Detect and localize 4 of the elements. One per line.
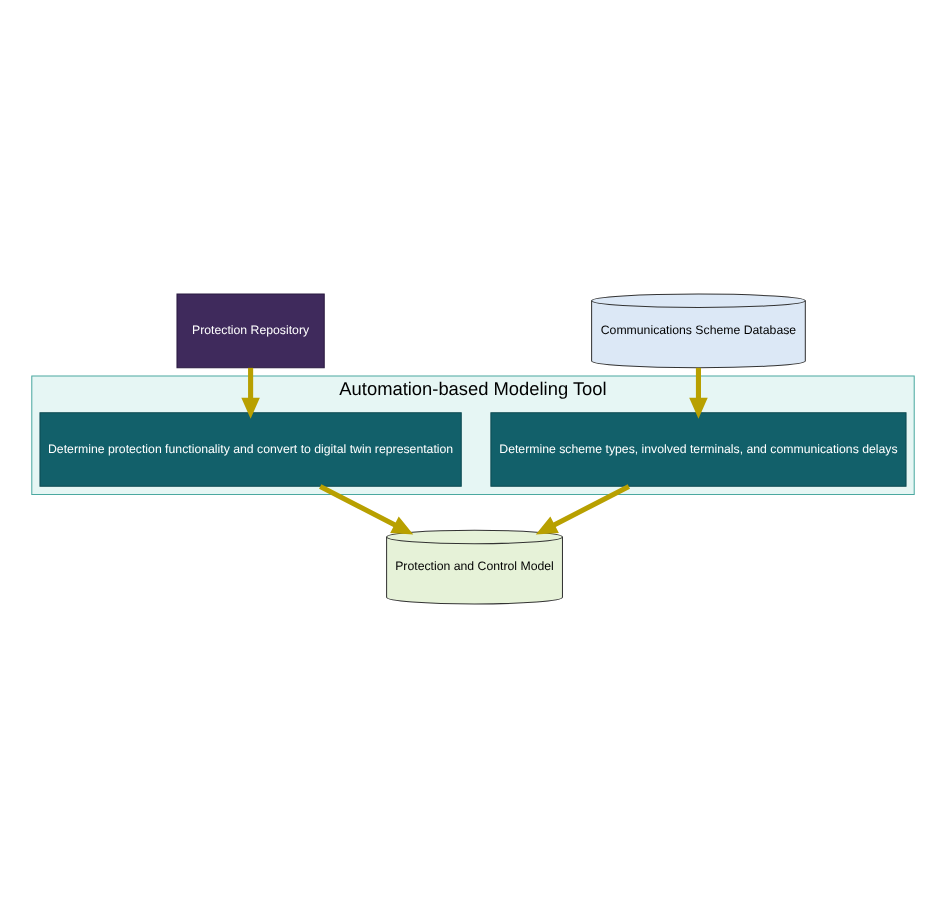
arrow (318, 484, 413, 535)
arrow (534, 484, 629, 535)
arrow (240, 367, 259, 419)
arrow (688, 367, 707, 419)
